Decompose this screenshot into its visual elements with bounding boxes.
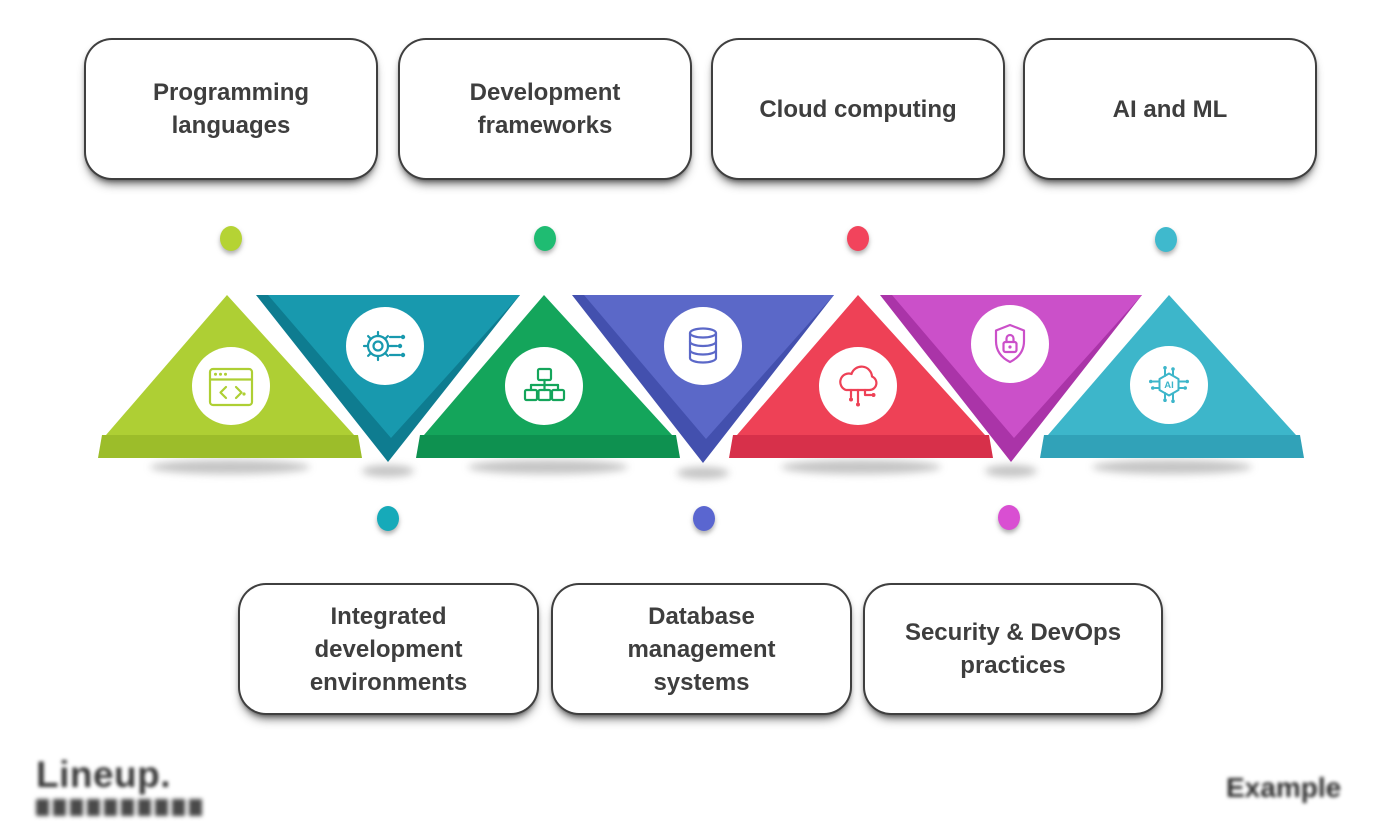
label-line: Database	[648, 602, 755, 630]
label-card-security-devops: Security & DevOps practices	[865, 585, 1161, 713]
label-card-programming-languages: Programming languages	[86, 40, 376, 178]
triangle-cloud-base	[729, 435, 993, 458]
keyhole-dot	[1008, 345, 1012, 349]
sitemap-icon	[523, 367, 566, 402]
circuit-dots	[1149, 366, 1189, 403]
label-card-cloud-computing: Cloud computing	[713, 40, 1003, 178]
label-card-ai-and-ml: AI and ML	[1025, 40, 1315, 178]
connector-dot-cloud-computing	[847, 226, 869, 251]
triangle-proglang-base	[98, 435, 362, 458]
label-line: practices	[960, 652, 1066, 679]
connector-dot-development-frameworks	[534, 226, 556, 251]
connector-dot-security-devops	[998, 505, 1020, 530]
connector-dot-ai-and-ml	[1155, 227, 1177, 252]
connector-dot-ide	[377, 506, 399, 531]
circuit-dots	[397, 334, 406, 358]
label-line: Integrated	[330, 602, 447, 630]
logo-block: Lineup.	[36, 756, 204, 816]
brand-watermark: Example	[1226, 772, 1342, 803]
shield-lock-icon	[994, 323, 1026, 364]
label-card-development-frameworks: Development frameworks	[400, 40, 690, 178]
ai-chip-label: AI	[1164, 380, 1174, 391]
triangle-frameworks-base	[416, 435, 680, 458]
cloud-circuit-icon	[839, 365, 878, 407]
ai-chip-icon: AI	[1149, 366, 1189, 403]
label-line: frameworks	[477, 112, 613, 139]
label-line: Cloud computing	[759, 95, 957, 123]
label-line: Development	[469, 79, 621, 106]
gear-circuit-icon	[362, 330, 406, 362]
connector-dot-programming-languages	[220, 226, 242, 251]
label-line: systems	[653, 668, 750, 696]
browser-code-icon	[208, 367, 254, 407]
label-line: development	[314, 635, 463, 663]
logo-text: Lineup.	[36, 754, 172, 795]
circuit-dots	[849, 393, 876, 407]
label-card-dbms: Database management systems	[553, 585, 850, 713]
triangle-aiml-base	[1040, 435, 1304, 458]
logo-tagline	[36, 799, 204, 816]
label-line: AI and ML	[1112, 95, 1228, 123]
label-card-ide: Integrated development environments	[240, 585, 537, 713]
ground-shadows	[150, 460, 1252, 479]
label-line: environments	[309, 668, 468, 696]
label-line: Security & DevOps	[904, 619, 1122, 646]
triangle-band: AI	[98, 295, 1304, 479]
connector-dot-dbms	[693, 506, 715, 531]
label-line: languages	[171, 112, 291, 139]
label-line: Programming	[152, 79, 310, 106]
database-icon	[688, 327, 718, 364]
label-line: management	[627, 635, 776, 663]
browser-dots	[214, 372, 246, 396]
